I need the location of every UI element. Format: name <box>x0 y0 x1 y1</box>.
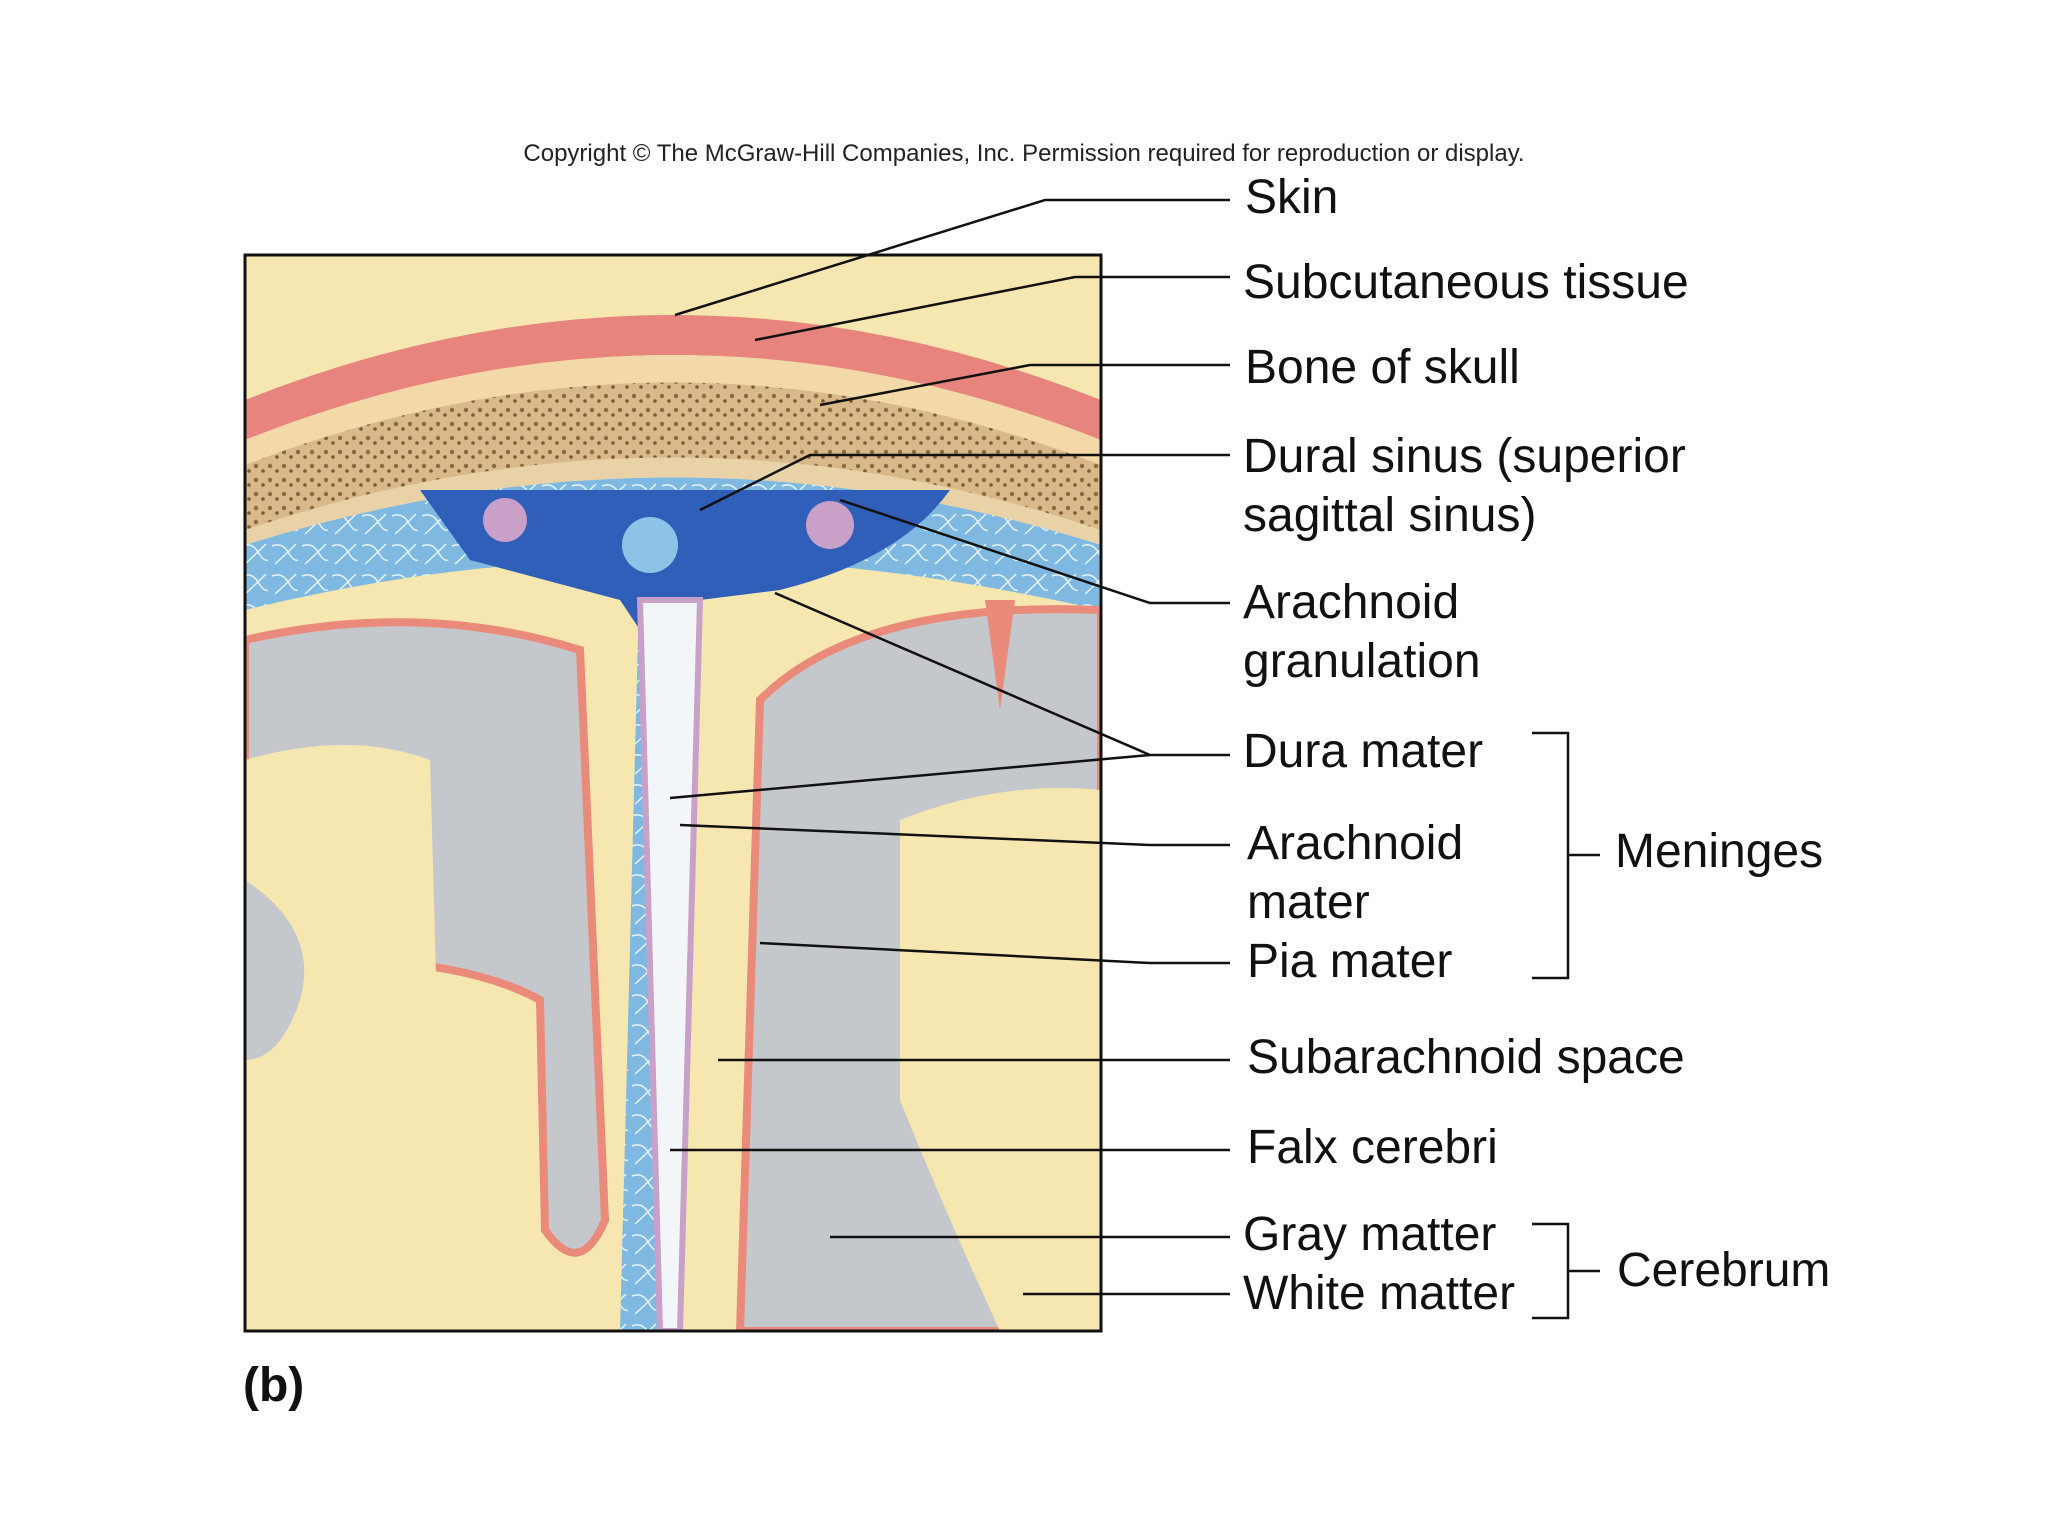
label-pia-mater: Pia mater <box>1247 935 1453 988</box>
falx-cerebri <box>636 597 704 1331</box>
label-subarachnoid-space: Subarachnoid space <box>1247 1031 1685 1084</box>
illustration-frame <box>243 253 1103 1333</box>
label-dural-sinus-line2: sagittal sinus) <box>1243 489 1537 542</box>
skin-layer <box>245 315 1101 440</box>
label-dural-sinus-line1: Dural sinus (superior <box>1243 430 1686 483</box>
panel-label: (b) <box>243 1359 305 1412</box>
subcutaneous-layer <box>245 355 1101 465</box>
group-label-meninges: Meninges <box>1615 825 1824 878</box>
label-arachnoid-granulation-line2: granulation <box>1243 635 1481 688</box>
granulation-1 <box>483 498 527 542</box>
leader-lines <box>669 198 1230 1296</box>
label-skin: Skin <box>1245 171 1339 224</box>
bracket-meninges <box>1532 731 1600 980</box>
label-dura-mater: Dura mater <box>1243 725 1484 778</box>
label-arachnoid-granulation-line1: Arachnoid <box>1243 576 1460 629</box>
granulation-3 <box>806 501 854 549</box>
label-subcutaneous-tissue: Subcutaneous tissue <box>1243 256 1689 309</box>
granulation-2 <box>622 517 678 573</box>
label-gray-matter: Gray matter <box>1243 1208 1497 1261</box>
copyright-notice: Copyright © The McGraw-Hill Companies, I… <box>523 140 1525 167</box>
label-arachnoid-mater-line2: mater <box>1247 876 1370 929</box>
group-label-cerebrum: Cerebrum <box>1617 1244 1831 1297</box>
bracket-cerebrum <box>1532 1222 1600 1320</box>
label-bone-of-skull: Bone of skull <box>1245 341 1520 394</box>
label-falx-cerebri: Falx cerebri <box>1247 1121 1498 1174</box>
label-arachnoid-mater-line1: Arachnoid <box>1247 817 1464 870</box>
label-white-matter: White matter <box>1243 1267 1516 1320</box>
